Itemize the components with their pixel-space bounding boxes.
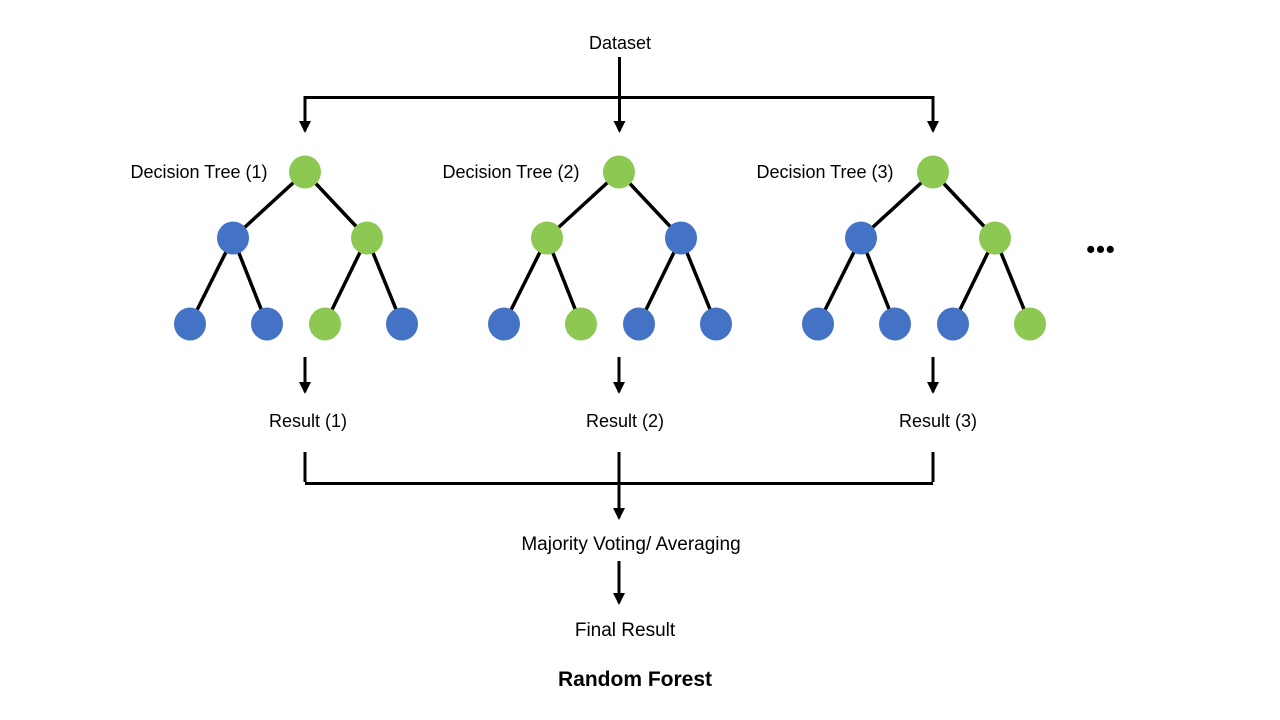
result-label-1: Result (1) [268, 411, 348, 431]
final-result-label: Final Result [574, 620, 676, 641]
tree-node-leaf-1 [488, 307, 520, 341]
decision-tree-1 [174, 155, 418, 341]
decision-tree-2 [488, 155, 732, 341]
result-label-3: Result (3) [898, 411, 978, 431]
tree-node-leaf-2 [251, 307, 283, 341]
tree-node-root [917, 155, 949, 189]
tree-node-leaf-1 [174, 307, 206, 341]
tree-node-leaf-4 [1014, 307, 1046, 341]
diagram-title: Random Forest [557, 668, 713, 691]
result-label-2: Result (2) [585, 411, 665, 431]
tree-node-leaf-2 [879, 307, 911, 341]
tree-node-leaf-4 [700, 307, 732, 341]
more-trees-ellipsis: ••• [1086, 235, 1116, 264]
tree-node-l2-right [979, 221, 1011, 255]
tree-node-l2-left [531, 221, 563, 255]
tree-node-leaf-1 [802, 307, 834, 341]
tree-label-1: Decision Tree (1) [130, 162, 268, 182]
tree-label-3: Decision Tree (3) [756, 162, 894, 182]
tree-node-root [603, 155, 635, 189]
tree-node-l2-left [217, 221, 249, 255]
tree-node-l2-left [845, 221, 877, 255]
tree-node-leaf-3 [309, 307, 341, 341]
tree-node-leaf-3 [623, 307, 655, 341]
tree-node-l2-right [351, 221, 383, 255]
majority-voting-label: Majority Voting/ Averaging [521, 534, 741, 555]
tree-node-leaf-4 [386, 307, 418, 341]
dataset-label: Dataset [588, 33, 652, 53]
decision-tree-3 [802, 155, 1046, 341]
tree-node-leaf-2 [565, 307, 597, 341]
tree-node-leaf-3 [937, 307, 969, 341]
tree-label-2: Decision Tree (2) [442, 162, 580, 182]
tree-node-root [289, 155, 321, 189]
tree-node-l2-right [665, 221, 697, 255]
